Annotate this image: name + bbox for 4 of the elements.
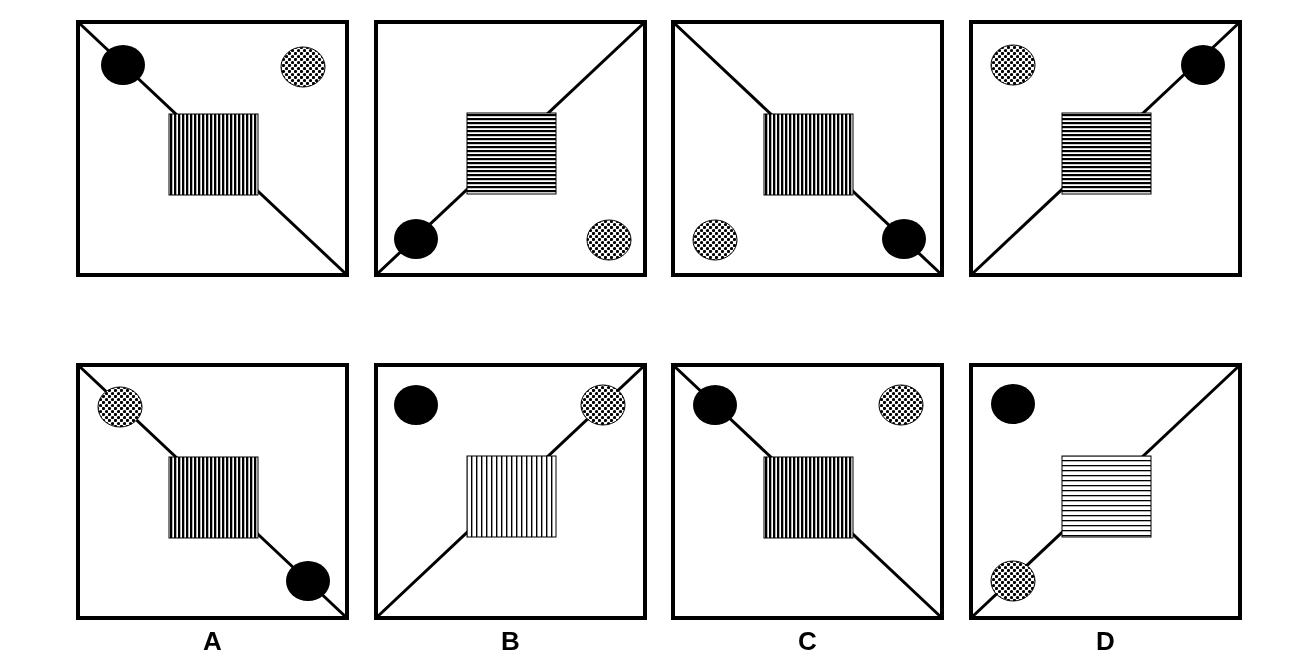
option-letter: A (203, 626, 222, 656)
option-letter: C (798, 626, 817, 656)
option-letter: D (1096, 626, 1115, 656)
option-letter: B (501, 626, 520, 656)
